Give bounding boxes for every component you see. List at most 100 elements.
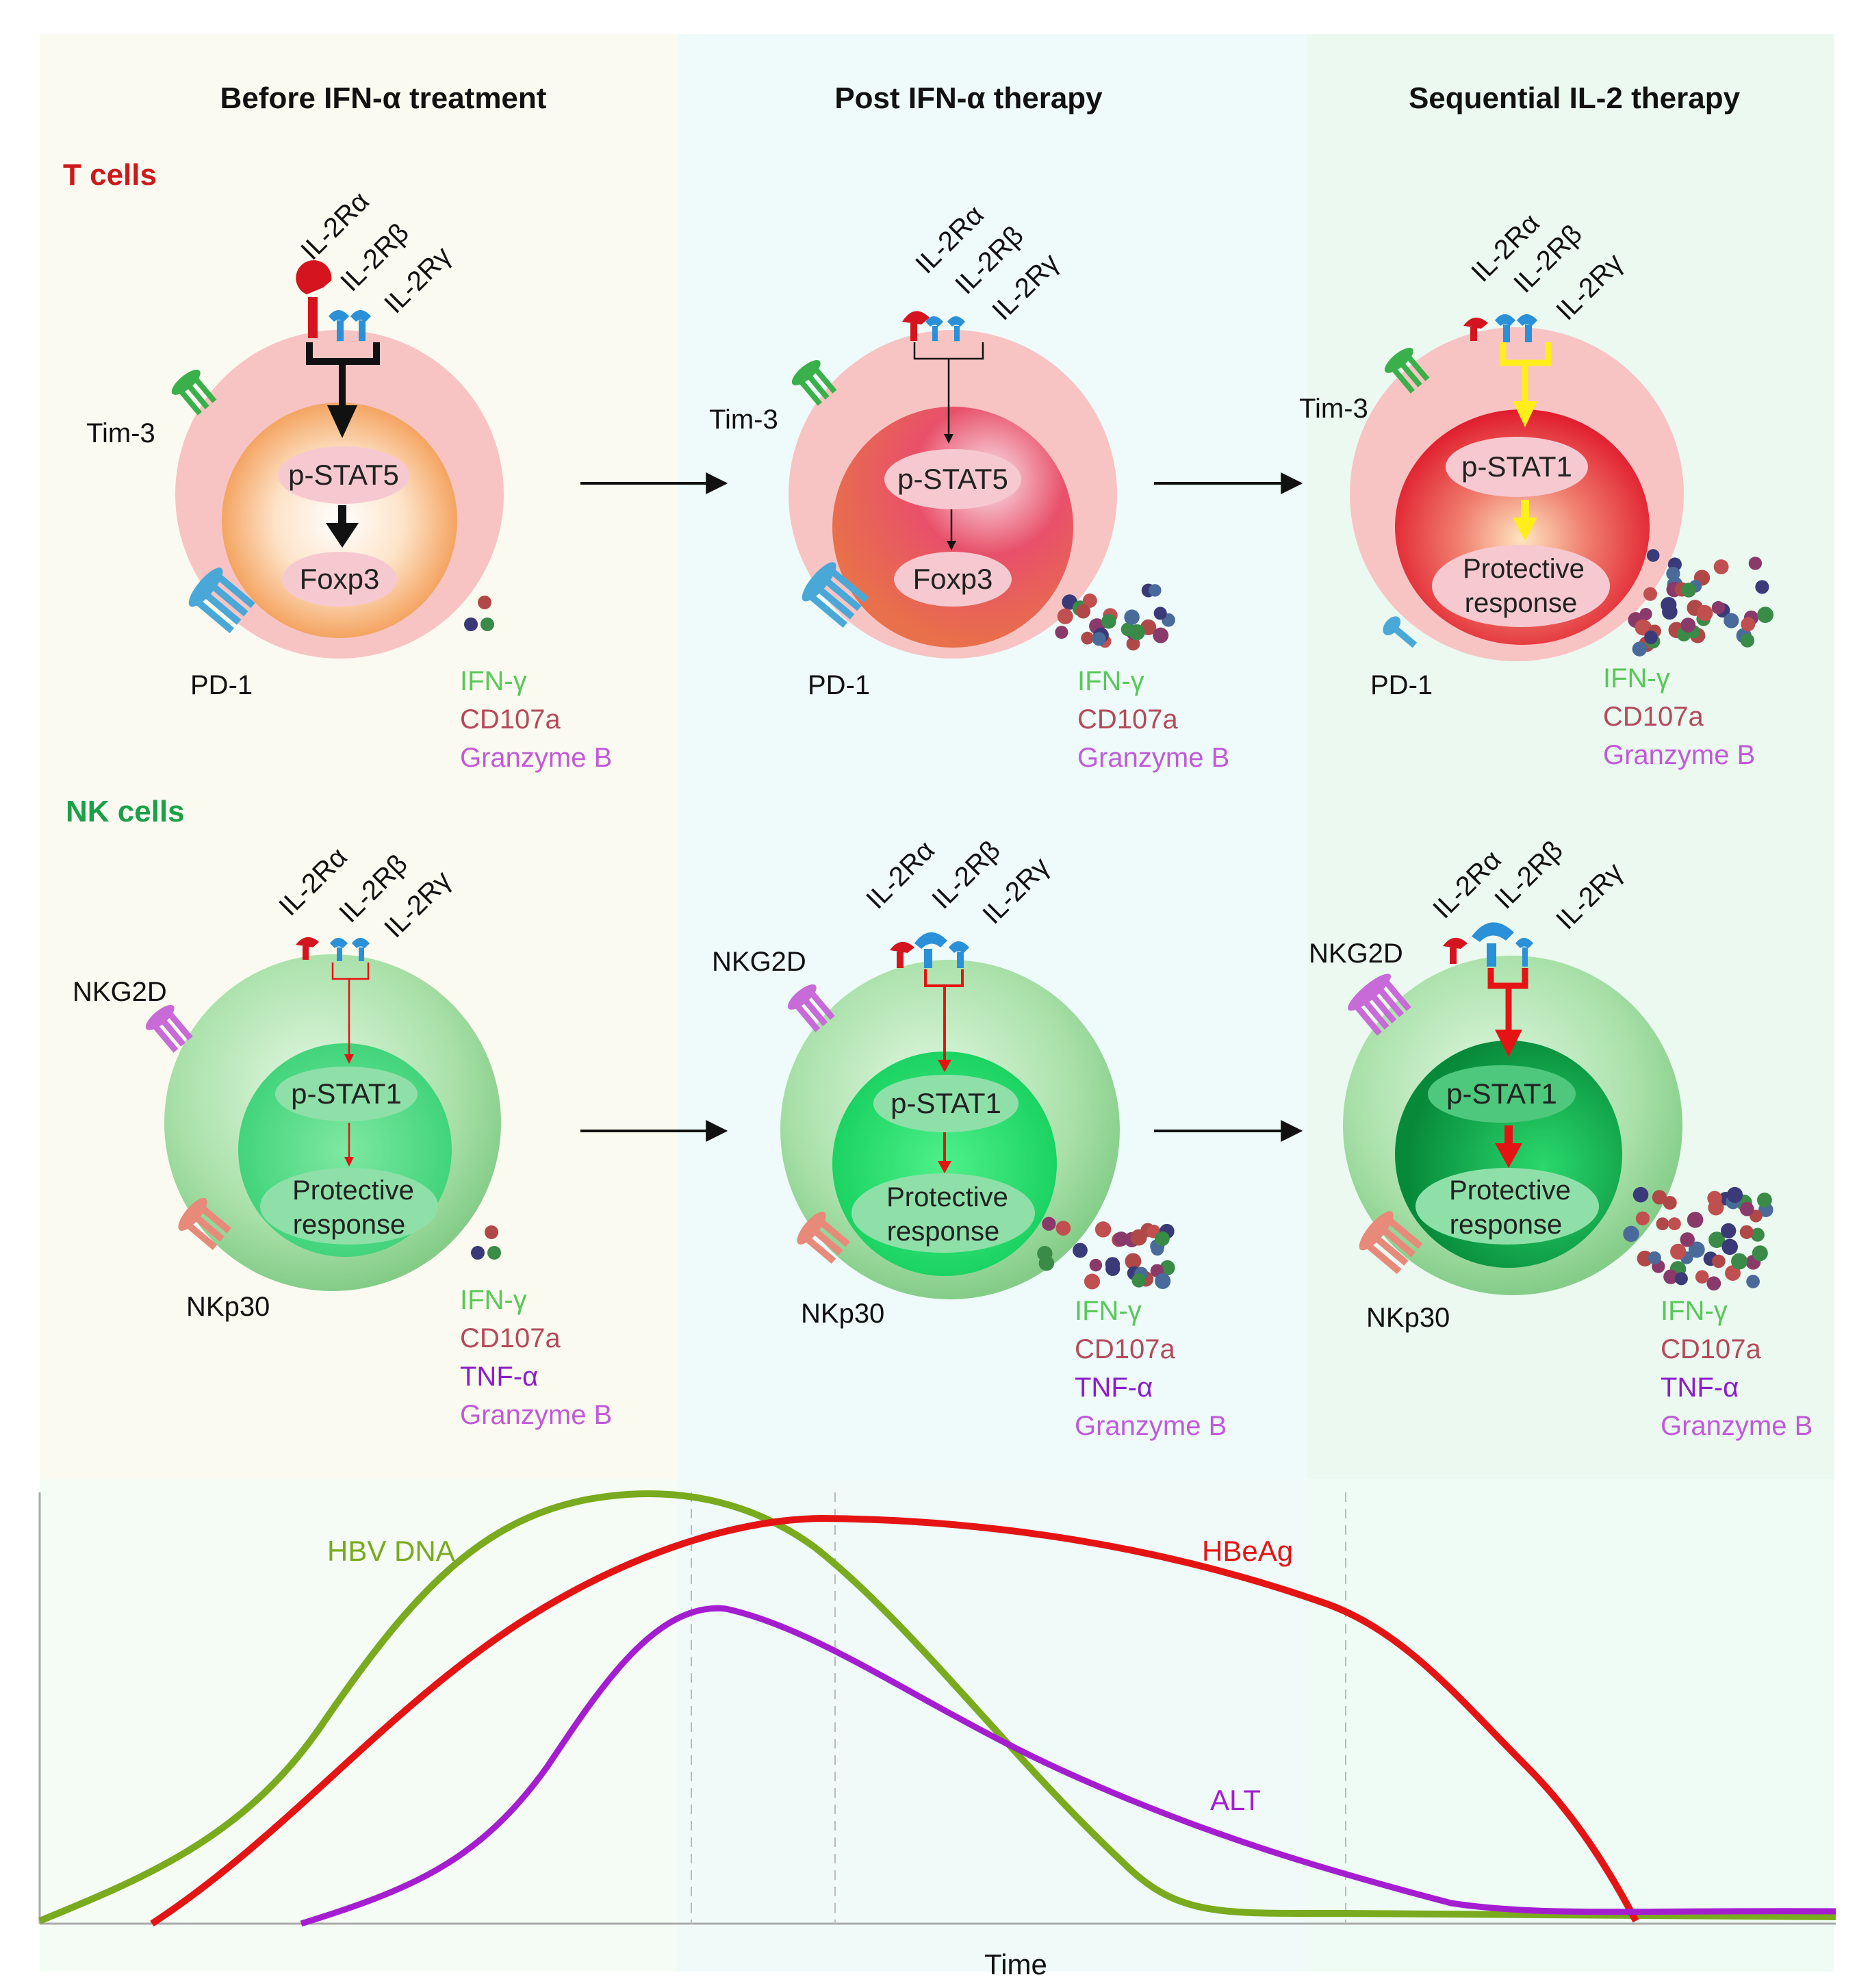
protective-response-label: response — [1465, 588, 1578, 618]
il2r-beta-gamma-receptor — [914, 932, 969, 968]
cytokine-granules — [1037, 1216, 1175, 1290]
signal-bracket — [306, 342, 380, 405]
row-label-t-cells: T cells — [63, 158, 157, 192]
granule — [1637, 1250, 1653, 1266]
signal-bracket — [1487, 968, 1528, 1032]
granule — [1101, 613, 1116, 629]
p-stat5-box — [884, 449, 1021, 509]
granule — [1648, 1251, 1661, 1265]
hbeag-label: HBeAg — [1202, 1535, 1293, 1567]
pd1-receptor-icon — [188, 568, 255, 633]
granule — [1740, 633, 1755, 648]
nk-cell-post: p-STAT1 Protective response IL-2Rα IL-2R… — [712, 835, 1227, 1441]
granule — [1635, 619, 1651, 636]
row-label-nk-cells: NK cells — [66, 795, 185, 828]
signal-arrow — [344, 1054, 354, 1064]
granule — [1670, 1243, 1687, 1260]
granule — [1057, 608, 1073, 624]
ifn-gamma-label: IFN-γ — [1075, 1296, 1142, 1326]
p-stat1-box — [1446, 437, 1588, 497]
signal-bracket — [924, 969, 964, 1065]
granule — [1663, 1269, 1678, 1284]
granzyme-b-label: Granzyme B — [460, 1400, 612, 1430]
granule — [1721, 1238, 1738, 1256]
pd1-label: PD-1 — [1370, 670, 1433, 700]
p-stat1-box — [1428, 1065, 1576, 1123]
granule — [1656, 1217, 1669, 1231]
granule — [1055, 626, 1068, 639]
granule — [1652, 1190, 1667, 1205]
granule — [1623, 1225, 1639, 1242]
il2r-alpha-receptor — [296, 260, 332, 338]
granule — [1713, 559, 1729, 574]
foxp3-label: Foxp3 — [913, 563, 993, 595]
signal-arrow — [326, 523, 359, 548]
granule — [1125, 1253, 1142, 1270]
granule — [1707, 1190, 1722, 1206]
granule — [1131, 1273, 1147, 1288]
panel-title-before: Before IFN-α treatment — [220, 81, 547, 115]
il2r-alpha-receptor — [296, 936, 319, 960]
granule — [1739, 1201, 1754, 1216]
cd107a-label: CD107a — [1661, 1334, 1762, 1364]
granule — [1708, 1232, 1726, 1249]
tim3-receptor-icon — [171, 370, 217, 416]
signal-arrow — [938, 1161, 951, 1173]
granule — [1680, 617, 1696, 633]
il2r-alpha-receptor — [902, 311, 930, 341]
t-cell-sequential: p-STAT1 Protective response IL-2Rα IL-2R… — [1299, 208, 1773, 770]
protective-response-label: response — [887, 1216, 1000, 1247]
granule — [1632, 641, 1648, 657]
granule — [1089, 1258, 1103, 1272]
signal-arrow — [327, 405, 357, 438]
protective-response-label: response — [293, 1210, 406, 1240]
granule — [1741, 617, 1756, 632]
il2r-beta-gamma-receptor — [925, 316, 965, 341]
il2r-alpha-receptor — [1443, 937, 1468, 964]
pd1-receptor-icon — [1383, 616, 1418, 648]
granule — [1712, 1254, 1726, 1269]
granule — [1055, 1221, 1071, 1236]
p-stat5-label: p-STAT5 — [897, 463, 1008, 495]
granule — [1752, 1245, 1768, 1262]
signal-arrow — [1513, 401, 1537, 427]
nkg2d-label: NKG2D — [1309, 939, 1403, 969]
granule — [1155, 1231, 1170, 1247]
granule — [1663, 1195, 1677, 1210]
granule — [1643, 587, 1658, 601]
signal-bracket — [331, 963, 370, 1060]
nkp30-label: NKp30 — [186, 1292, 270, 1322]
granule — [1674, 1272, 1688, 1286]
protective-response-box — [1432, 545, 1610, 627]
time-course-plot: HBV DNA HBeAg ALT Time — [38, 1490, 1836, 1980]
granule — [1042, 1216, 1056, 1231]
granzyme-b-label: Granzyme B — [1075, 1411, 1227, 1441]
granule — [1129, 624, 1145, 641]
tnf-alpha-label: TNF-α — [460, 1362, 538, 1392]
granule — [1731, 1253, 1747, 1270]
il2r-alpha-receptor — [1463, 317, 1488, 341]
granule — [1661, 597, 1677, 613]
signal-arrow — [1513, 518, 1537, 541]
nkg2d-receptor-icon — [787, 984, 835, 1032]
nk-cell-sequential: p-STAT1 Protective response IL-2Rα IL-2R… — [1309, 835, 1813, 1441]
foxp3-box — [282, 552, 397, 607]
ifn-gamma-label: IFN-γ — [460, 1285, 527, 1315]
tim3-receptor-icon — [1384, 348, 1430, 394]
nkp30-receptor-icon — [797, 1211, 850, 1264]
granule — [1739, 1225, 1754, 1239]
granzyme-b-label: Granzyme B — [1661, 1411, 1813, 1441]
granule — [1666, 566, 1680, 581]
granzyme-b-label: Granzyme B — [1077, 743, 1229, 773]
granule — [1667, 1217, 1681, 1231]
granule — [1750, 1227, 1765, 1242]
cytokine-granules — [1628, 549, 1773, 657]
alt-label: ALT — [1210, 1784, 1261, 1816]
cd107a-label: CD107a — [460, 1323, 561, 1353]
granule — [1746, 1275, 1760, 1288]
p-stat1-label: p-STAT1 — [291, 1078, 402, 1110]
cytokine-granules — [464, 596, 494, 631]
granule — [1124, 609, 1140, 625]
granule — [1081, 631, 1094, 645]
